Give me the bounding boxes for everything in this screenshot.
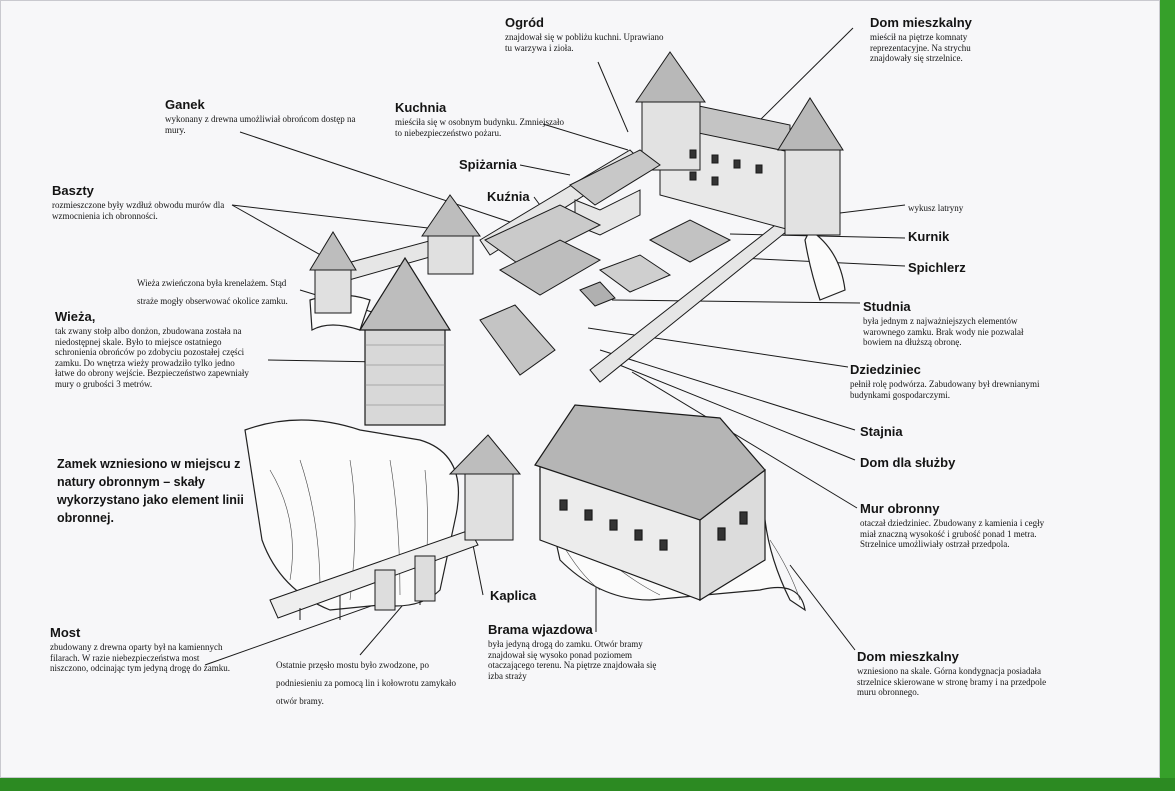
- label-title: Most: [50, 625, 81, 640]
- label-studnia: Studnia była jednym z najważniejszych el…: [863, 299, 1043, 348]
- label-most: Most zbudowany z drewna oparty był na ka…: [50, 625, 230, 674]
- label-desc: zbudowany z drewna oparty był na kamienn…: [50, 642, 230, 673]
- castle-illustration: [204, 27, 906, 666]
- green-background-edge: [1160, 0, 1175, 791]
- label-title: Kuźnia: [487, 189, 530, 204]
- label-dom-mieszkalny-top: Dom mieszkalny mieścił na piętrze komnat…: [870, 15, 1010, 64]
- label-title: Studnia: [863, 299, 911, 314]
- label-mur-obronny: Mur obronny otaczał dziedziniec. Zbudowa…: [860, 501, 1060, 550]
- label-title: Baszty: [52, 183, 94, 198]
- label-spizarnia: Spiżarnia: [459, 157, 517, 174]
- label-title: Dom mieszkalny: [857, 649, 959, 664]
- label-title: Kuchnia: [395, 100, 447, 115]
- label-title: Dziedziniec: [850, 362, 921, 377]
- label-ganek: Ganek wykonany z drewna umożliwiał obroń…: [165, 97, 365, 135]
- service-buildings: [479, 149, 732, 376]
- label-text: Wieża zwieńczona była krenelażem. Stąd s…: [137, 278, 288, 306]
- label-dom-dla-sluzby: Dom dla służby: [860, 455, 955, 472]
- label-spichlerz: Spichlerz: [908, 260, 966, 277]
- label-desc: otaczał dziedziniec. Zbudowany z kamieni…: [860, 518, 1045, 549]
- label-title: Dom dla służby: [860, 455, 956, 470]
- label-wieza: Wieża, tak zwany stołp albo donżon, zbud…: [55, 309, 255, 389]
- bridge: [269, 529, 479, 620]
- label-desc: mieściła się w osobnym budynku. Zmniejsz…: [395, 117, 564, 138]
- label-title: Wieża,: [55, 309, 96, 324]
- label-desc: wykonany z drewna umożliwiał obrońcom do…: [165, 114, 356, 135]
- lower-residence: [534, 404, 766, 602]
- label-desc: rozmieszczone były wzdłuż obwodu murów d…: [52, 200, 225, 221]
- green-background-bottom: [0, 778, 1175, 791]
- label-przeslo: Ostatnie przęsło mostu było zwodzone, po…: [276, 655, 471, 709]
- label-desc: mieścił na piętrze komnaty reprezentacyj…: [870, 32, 971, 63]
- label-desc: pełnił rolę podwórza. Zabudowany był dre…: [850, 379, 1040, 400]
- label-stajnia: Stajnia: [860, 424, 903, 441]
- label-desc: znajdował się w pobliżu kuchni. Uprawian…: [505, 32, 664, 53]
- label-text: Ostatnie przęsło mostu było zwodzone, po…: [276, 660, 456, 706]
- keep-tower: [358, 256, 452, 426]
- label-title: Stajnia: [860, 424, 903, 439]
- label-title: Mur obronny: [860, 501, 940, 516]
- label-title: Dom mieszkalny: [870, 15, 972, 30]
- label-title: Kurnik: [908, 229, 950, 244]
- label-title: Spichlerz: [908, 260, 966, 275]
- label-kuznia: Kuźnia: [487, 189, 530, 206]
- label-zamek: Zamek wzniesiono w miejscu z natury obro…: [57, 455, 247, 527]
- label-desc: wzniesiono na skale. Górna kondygnacja p…: [857, 666, 1047, 697]
- label-desc: była jednym z najważniejszych elementów …: [863, 316, 1024, 347]
- label-title: Ogród: [505, 15, 544, 30]
- label-kurnik: Kurnik: [908, 229, 949, 246]
- label-title: Spiżarnia: [459, 157, 517, 172]
- label-brama-wjazdowa: Brama wjazdowa była jedyną drogą do zamk…: [488, 622, 658, 681]
- label-ogrod: Ogród znajdował się w pobliżu kuchni. Up…: [505, 15, 665, 53]
- label-title: Ganek: [165, 97, 205, 112]
- label-desc: była jedyną drogą do zamku. Otwór bramy …: [488, 639, 657, 681]
- label-dziedziniec: Dziedziniec pełnił rolę podwórza. Zabudo…: [850, 362, 1050, 400]
- label-baszty: Baszty rozmieszczone były wzdłuż obwodu …: [52, 183, 237, 221]
- label-title: Brama wjazdowa: [488, 622, 593, 637]
- label-kaplica: Kaplica: [490, 588, 536, 605]
- label-title: Kaplica: [490, 588, 537, 603]
- bastion-towers: [309, 194, 522, 541]
- label-wykusz: wykusz latryny: [908, 198, 963, 216]
- label-kuchnia: Kuchnia mieściła się w osobnym budynku. …: [395, 100, 565, 138]
- label-text: wykusz latryny: [908, 203, 964, 213]
- upper-residence: [635, 51, 844, 236]
- paper-sheet: [0, 0, 1160, 778]
- label-wieza-note: Wieża zwieńczona była krenelażem. Stąd s…: [137, 273, 307, 309]
- label-desc: tak zwany stołp albo donżon, zbudowana z…: [55, 326, 249, 389]
- label-text: Zamek wzniesiono w miejscu z natury obro…: [57, 457, 244, 525]
- label-dom-mieszkalny-bottom: Dom mieszkalny wzniesiono na skale. Górn…: [857, 649, 1047, 698]
